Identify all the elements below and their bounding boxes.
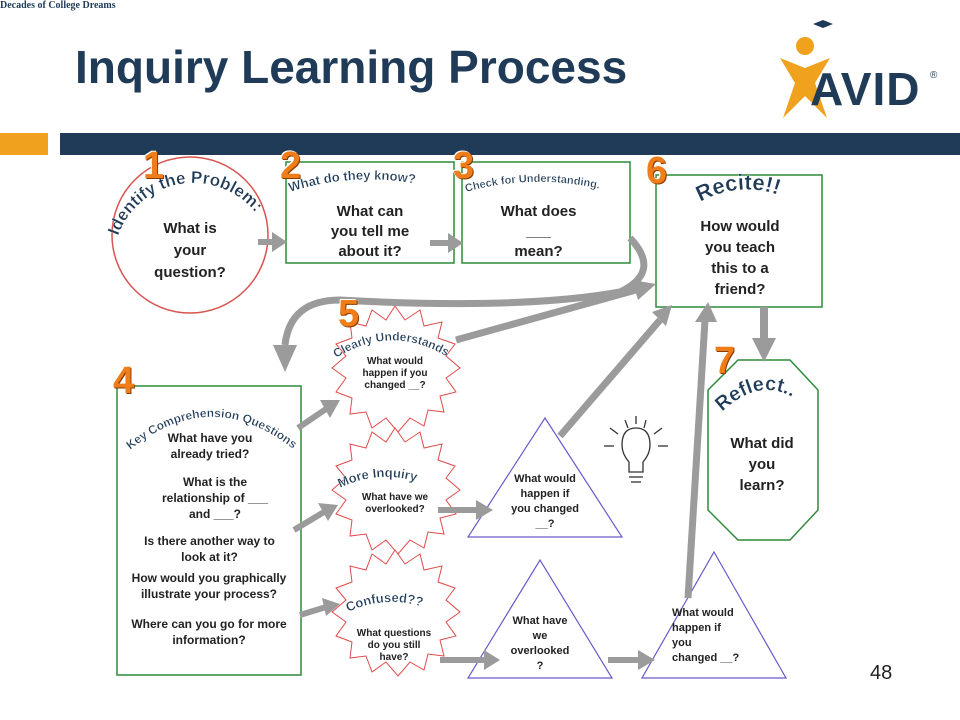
triangle-2 xyxy=(466,558,614,679)
step6-number: 6 xyxy=(646,150,668,192)
step2-box xyxy=(285,161,455,264)
page-title: Inquiry Learning Process xyxy=(75,41,628,93)
lightbulb-icon xyxy=(604,416,668,483)
logo-tagline: Decades of College Dreams xyxy=(0,0,116,11)
step1-circle xyxy=(111,156,269,314)
step6-box xyxy=(655,174,823,308)
avid-logo-figure-icon xyxy=(780,20,833,118)
star-confused xyxy=(331,549,461,677)
step4-number: 4 xyxy=(113,360,135,402)
triangle-3 xyxy=(640,550,788,679)
step3-box xyxy=(461,161,631,264)
step5-number: 5 xyxy=(338,293,360,335)
page-number: 48 xyxy=(870,662,893,684)
logo-trademark: ® xyxy=(930,70,938,81)
star-more-inquiry xyxy=(331,427,461,555)
logo-text: AVID xyxy=(810,63,921,115)
step7-octagon xyxy=(707,359,819,541)
header-bar xyxy=(60,133,960,155)
step2-number: 2 xyxy=(280,145,302,187)
triangle-1 xyxy=(466,416,624,538)
step3-number: 3 xyxy=(453,145,475,187)
step1-number: 1 xyxy=(143,145,165,187)
step7-number: 7 xyxy=(714,340,736,382)
step3-text: What does___mean? xyxy=(500,203,577,260)
step4-box xyxy=(116,385,302,676)
accent-bar xyxy=(0,133,48,155)
